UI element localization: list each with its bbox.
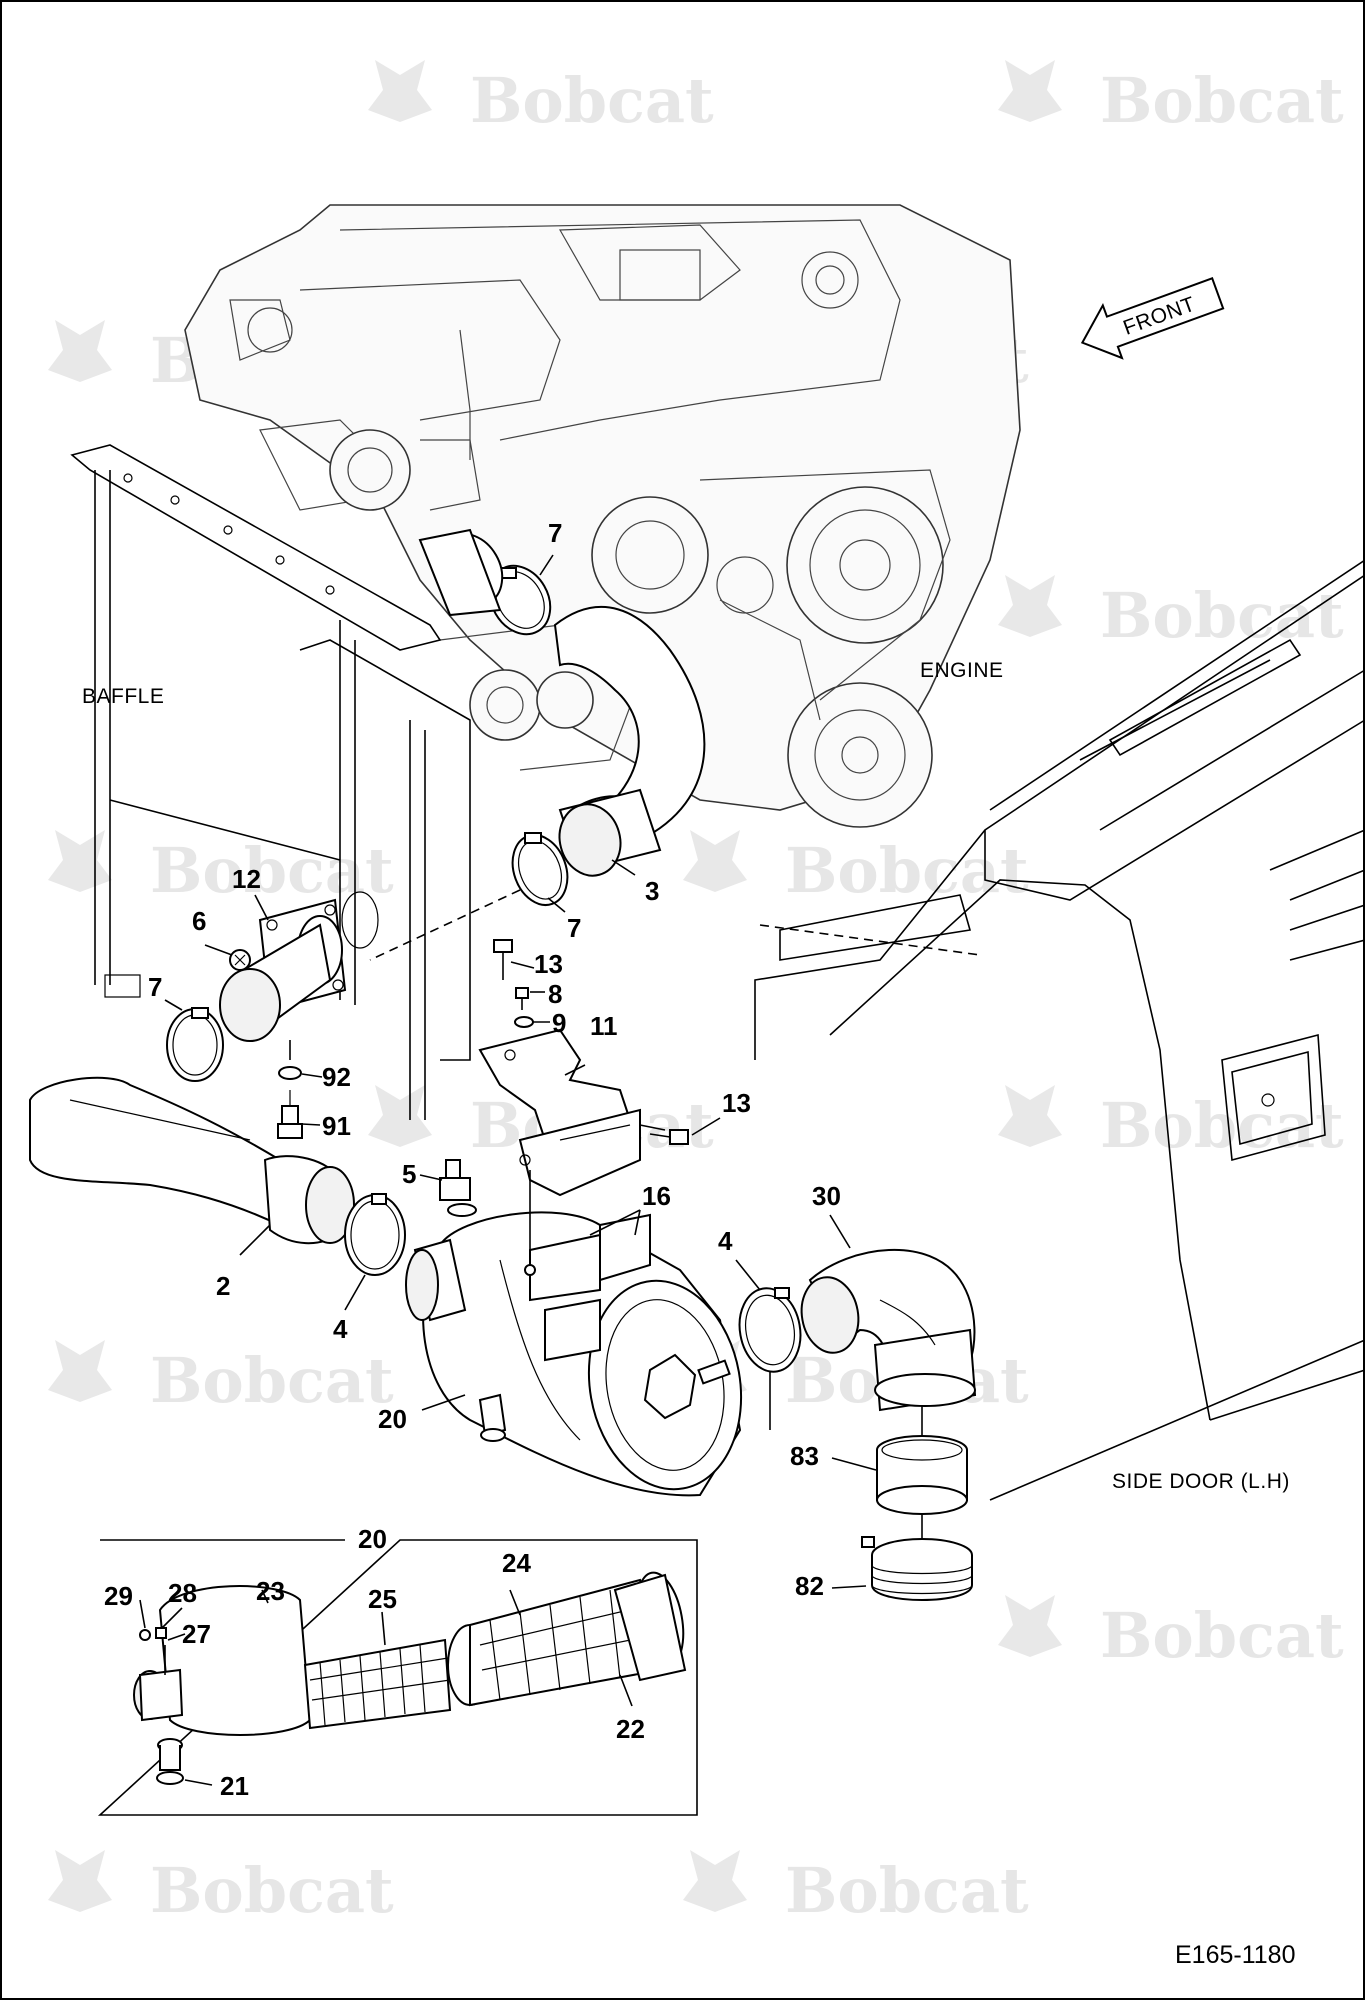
bolt-6 — [229, 949, 251, 971]
svg-text:Bobcat: Bobcat — [150, 1344, 394, 1417]
cap-82 — [861, 1536, 973, 1601]
callout-7-top: 7 — [548, 518, 562, 548]
svg-text:Bobcat: Bobcat — [1100, 64, 1344, 137]
callout-9: 9 — [552, 1008, 566, 1038]
callout-7-middle: 7 — [567, 913, 581, 943]
watermark-7: Bobcat — [683, 830, 1029, 907]
callout-82: 82 — [795, 1571, 824, 1601]
leader-lines — [139, 554, 877, 1786]
baffle-panel — [70, 444, 471, 1120]
watermark-13: Bobcat — [48, 1850, 394, 1927]
sensor-5 — [439, 1159, 477, 1217]
sensor-91 — [277, 1090, 303, 1139]
inset-box-20 — [97, 1539, 698, 1816]
callout-29: 29 — [104, 1581, 133, 1611]
hose-2 — [29, 1076, 355, 1245]
clamp-7-left — [166, 1007, 224, 1082]
callout-7-left: 7 — [148, 972, 162, 1002]
watermark-6: Bobcat — [48, 830, 394, 907]
svg-text:Bobcat: Bobcat — [785, 834, 1029, 907]
callout-3: 3 — [645, 876, 659, 906]
callout-30: 30 — [812, 1181, 841, 1211]
label-baffle: BAFFLE — [82, 685, 164, 708]
callout-28: 28 — [168, 1578, 197, 1608]
callout-8: 8 — [548, 979, 562, 1009]
callout-12: 12 — [232, 864, 261, 894]
watermark-5: Bobcat — [998, 575, 1344, 652]
callout-24: 24 — [502, 1548, 531, 1578]
watermark-14: Bobcat — [683, 1850, 1029, 1927]
callout-6: 6 — [192, 906, 206, 936]
air-cleaner-20 — [405, 1170, 743, 1497]
bolt-8 — [515, 987, 529, 1010]
elbow-12 — [219, 898, 347, 1060]
watermark-12: Bobcat — [998, 1595, 1344, 1672]
callout-4-left: 4 — [333, 1314, 348, 1344]
callout-16: 16 — [642, 1181, 671, 1211]
watermark-2: Bobcat — [998, 60, 1344, 137]
bolt-13-right — [649, 1129, 689, 1145]
svg-text:Bobcat: Bobcat — [785, 1854, 1029, 1927]
callout-27: 27 — [182, 1619, 211, 1649]
label-side-door: SIDE DOOR (L.H) — [1112, 1470, 1290, 1493]
elbow-30 — [800, 1249, 977, 1412]
callout-21: 21 — [220, 1771, 249, 1801]
callout-25: 25 — [368, 1584, 397, 1614]
document-id: E165-1180 — [1175, 1941, 1295, 1969]
callout-5: 5 — [402, 1159, 416, 1189]
callout-91: 91 — [322, 1111, 351, 1141]
clamp-7-middle — [511, 832, 569, 906]
svg-text:Bobcat: Bobcat — [470, 64, 714, 137]
clamp-4-left — [344, 1193, 406, 1276]
callout-92: 92 — [322, 1062, 351, 1092]
callout-4-right: 4 — [718, 1226, 733, 1256]
svg-text:Bobcat: Bobcat — [150, 834, 394, 907]
turbo-inlet — [418, 528, 504, 617]
oring-92 — [278, 1066, 302, 1080]
bracket-11 — [478, 1028, 666, 1197]
callout-83: 83 — [790, 1441, 819, 1471]
svg-text:Bobcat: Bobcat — [1100, 1089, 1344, 1162]
watermark-10: Bobcat — [48, 1340, 394, 1417]
clamp-4-right — [738, 1287, 802, 1373]
front-arrow: FRONT — [1080, 277, 1225, 360]
hose-3 — [553, 606, 706, 877]
callout-20-main: 20 — [378, 1404, 407, 1434]
engine-drawing — [184, 204, 1021, 828]
svg-text:Bobcat: Bobcat — [150, 1854, 394, 1927]
callouts: 7 3 7 12 6 7 92 91 13 8 9 11 13 5 16 30 … — [104, 518, 841, 1801]
callout-23: 23 — [256, 1576, 285, 1606]
watermark-9: Bobcat — [998, 1085, 1344, 1162]
callout-2: 2 — [216, 1271, 230, 1301]
clamp-7-top — [488, 564, 552, 636]
washer-9 — [514, 1016, 534, 1028]
callout-13-top: 13 — [534, 949, 563, 979]
side-door-panel — [754, 559, 1365, 1501]
callout-13-right: 13 — [722, 1088, 751, 1118]
callout-20-inset: 20 — [358, 1524, 387, 1554]
bolt-13-top — [493, 939, 513, 980]
dashed-guide-1 — [369, 889, 521, 961]
callout-22: 22 — [616, 1714, 645, 1744]
svg-text:Bobcat: Bobcat — [1100, 1599, 1344, 1672]
callout-11: 11 — [590, 1011, 618, 1041]
label-engine: ENGINE — [920, 659, 1004, 682]
sleeve-83 — [876, 1435, 968, 1515]
watermark-1: Bobcat — [368, 60, 714, 137]
svg-text:Bobcat: Bobcat — [1100, 579, 1344, 652]
